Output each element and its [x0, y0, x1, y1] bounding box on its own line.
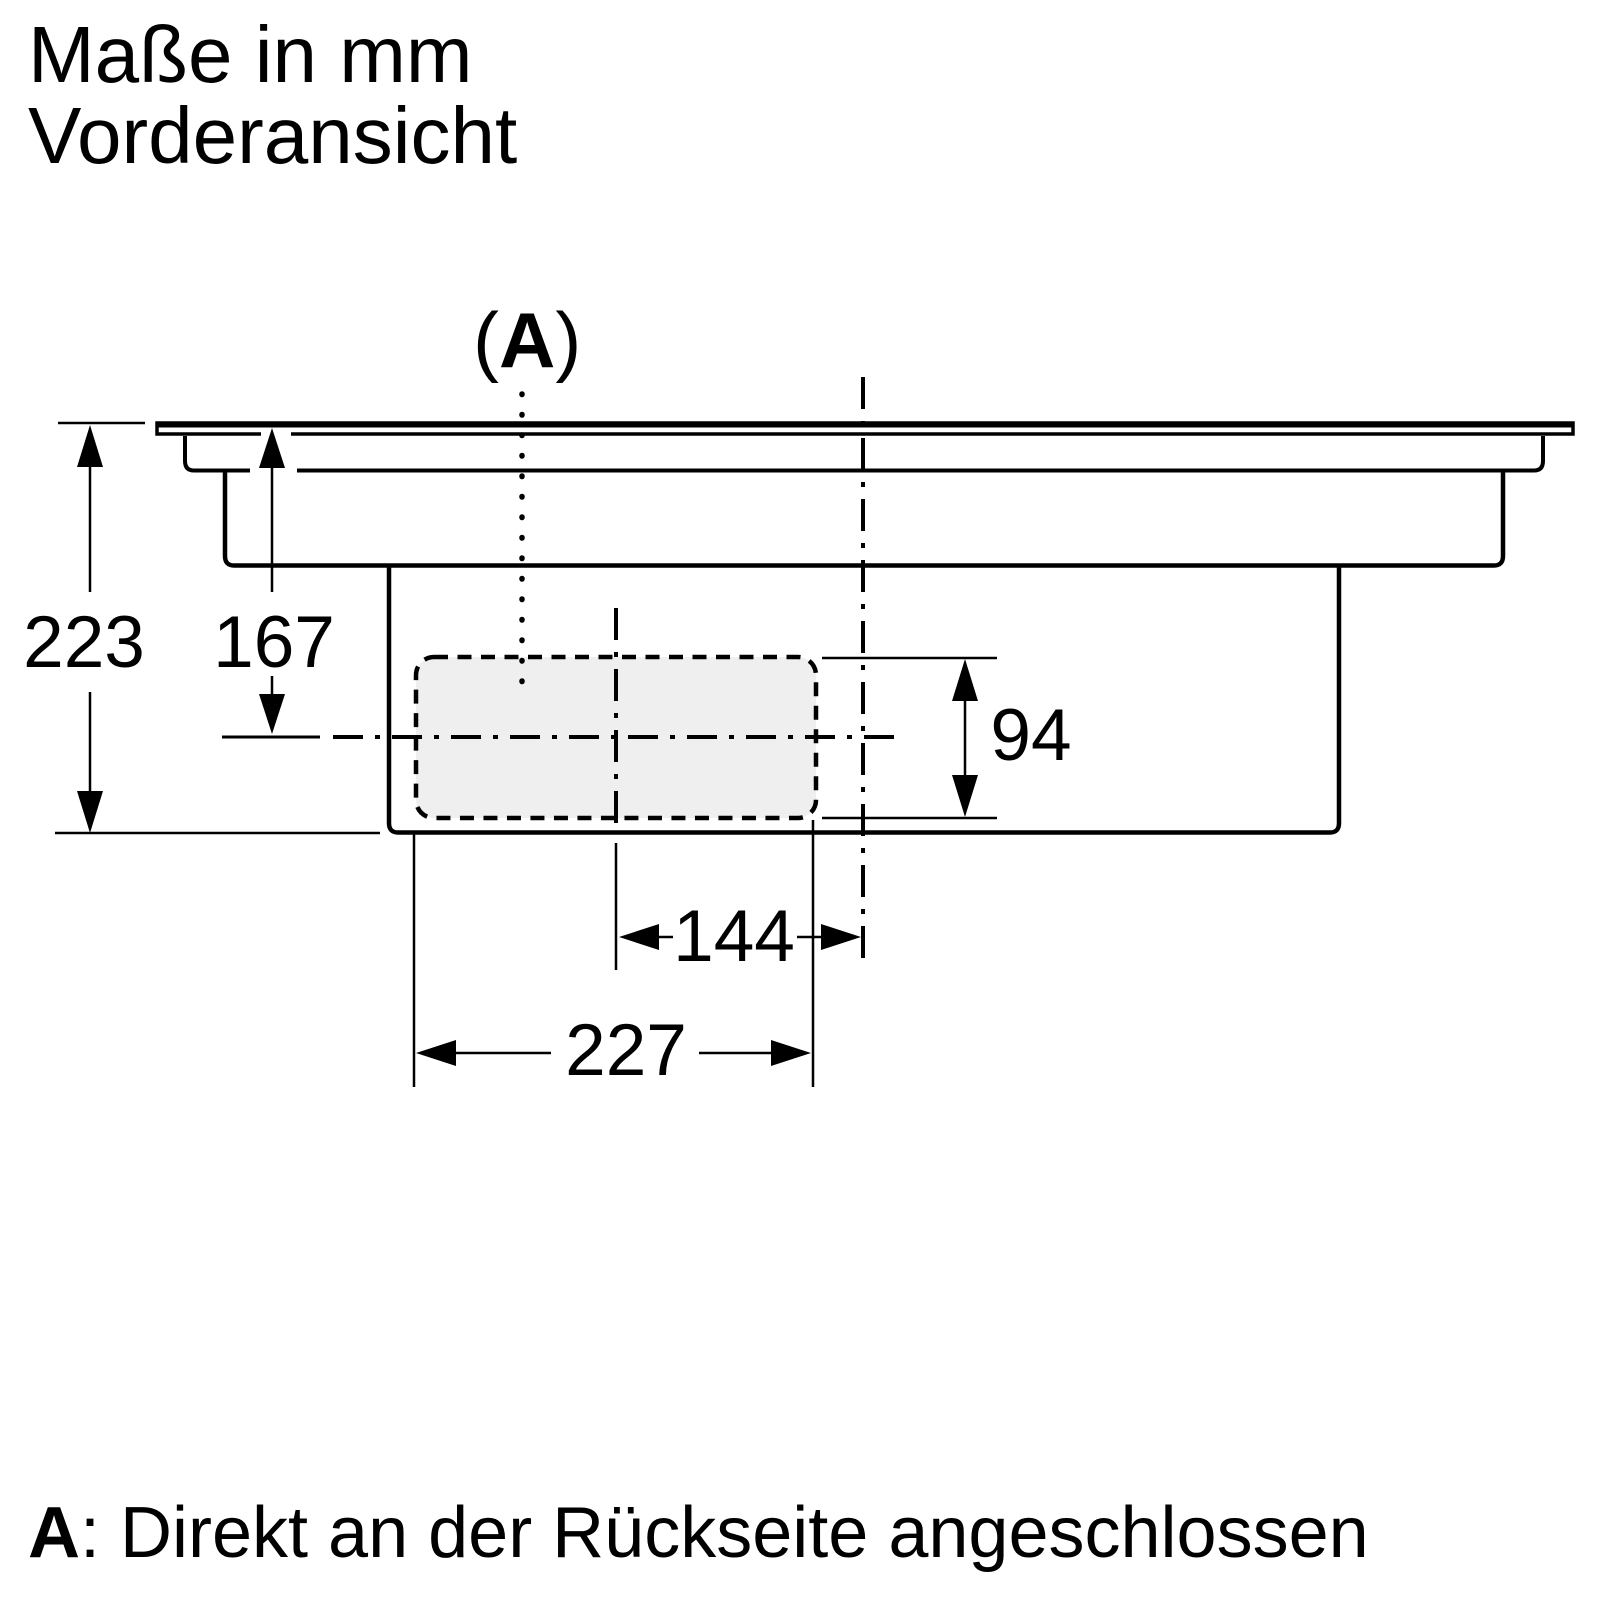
dim-duct-height: 94 [952, 659, 1072, 817]
arrowhead-left [416, 1040, 456, 1066]
line-gap [261, 428, 291, 438]
arrowhead-down [77, 791, 103, 833]
arrowhead-left [619, 924, 659, 950]
dim-value-94: 94 [990, 695, 1071, 776]
dim-value-223: 223 [23, 602, 145, 683]
arrowhead-up [77, 425, 103, 467]
arrowhead-up [952, 659, 978, 701]
dim-duct-width: 227 [416, 1010, 811, 1091]
dim-value-227: 227 [565, 1010, 687, 1091]
dim-center-to-rear: 144 [619, 896, 861, 977]
arrowhead-right [821, 924, 861, 950]
dim-top-to-center: 167 [213, 428, 335, 734]
dim-value-144: 144 [673, 896, 795, 977]
dim-total-height: 223 [23, 425, 145, 833]
arrowhead-up [259, 428, 285, 468]
hob-frame [183, 436, 1545, 473]
reference-label-a: (A) [473, 296, 581, 384]
page-title-view: Vorderansicht [28, 91, 517, 180]
arrowhead-down [952, 775, 978, 817]
footnote-text: : Direkt an der Rückseite angeschlossen [80, 1493, 1369, 1573]
arrowhead-right [771, 1040, 811, 1066]
footnote-key: A [28, 1493, 80, 1573]
arrowhead-down [259, 694, 285, 734]
page-title-units: Maße in mm [28, 10, 473, 99]
footnote-a: A: Direkt an der Rückseite angeschlossen [28, 1493, 1369, 1573]
dim-value-167: 167 [213, 602, 335, 683]
